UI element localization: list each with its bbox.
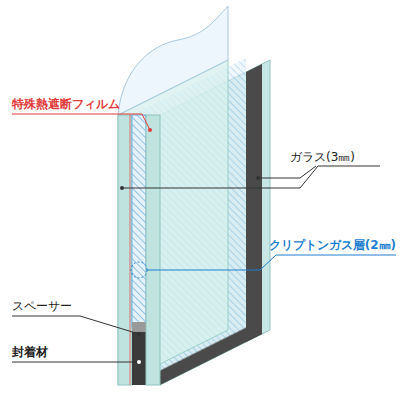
gas-edge [132,115,146,327]
gas-label: クリプトンガス層(2㎜) [269,238,396,252]
film-leader [12,114,150,130]
spacer-edge [132,322,146,332]
front-glass-edge [118,115,132,385]
film-sheet [118,6,228,115]
sealant-edge [132,332,146,385]
film-label: 特殊熱遮断フィルム [12,97,120,111]
leader-lines [12,114,396,364]
spacer-band [246,64,262,342]
sealant-label: 封着材 [12,345,48,359]
sealant-leader [12,362,139,363]
glass-leader [122,166,380,188]
spacer-leader [12,316,139,334]
glass-label: ガラス(3㎜) [290,150,355,164]
film-dot [148,128,152,132]
front-glass [118,60,228,385]
spacer-label: スペーサー [12,299,72,313]
spacer-dot [137,332,141,336]
film-edge [130,115,131,385]
gas-leader [147,255,396,270]
glass-leader-back [258,166,316,178]
sealant-dot [137,360,141,364]
back-glass-edge [146,115,160,385]
glass-dot [120,186,124,190]
glass-dot-back [256,176,260,180]
gas-circle [131,262,147,278]
